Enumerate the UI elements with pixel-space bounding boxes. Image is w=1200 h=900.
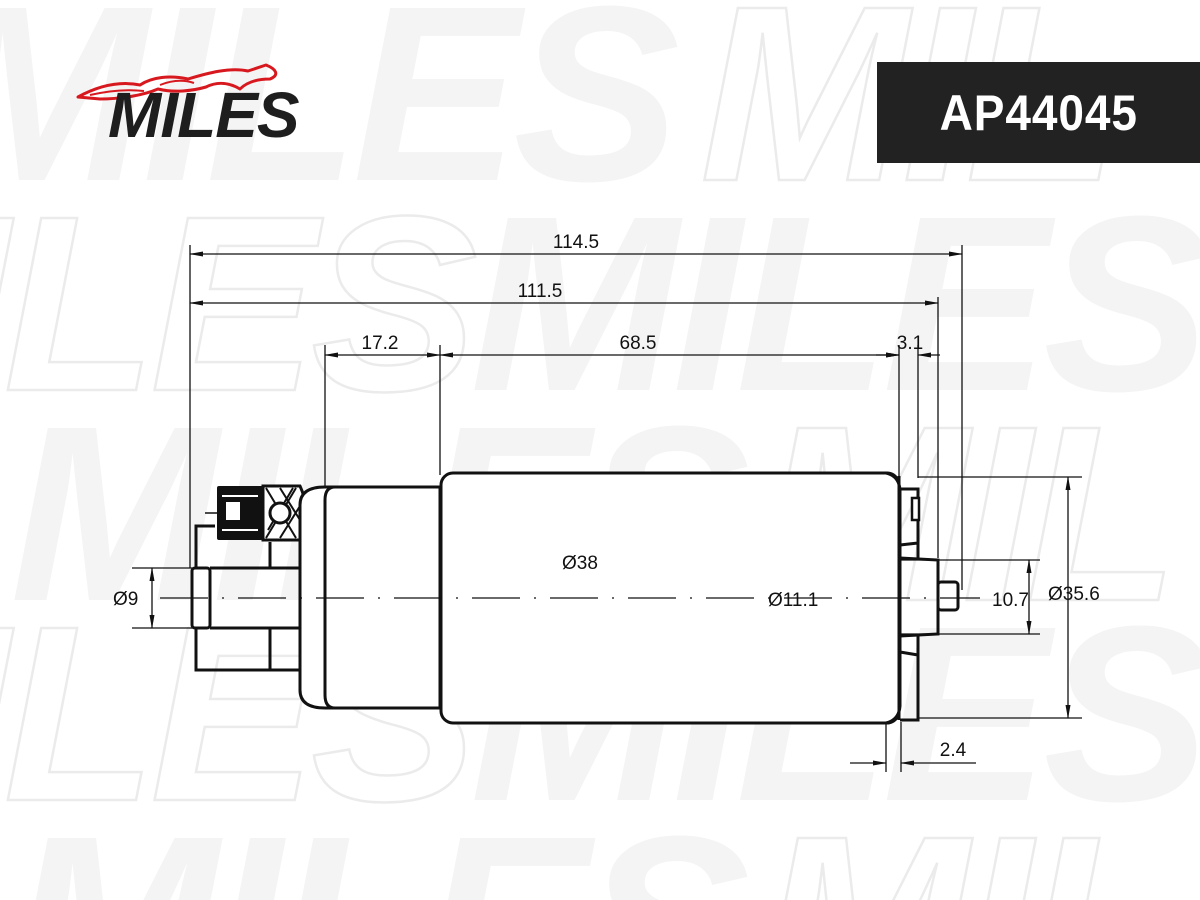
dim-flange-gap: 2.4 xyxy=(940,740,967,761)
svg-text:MILES: MILES xyxy=(10,784,748,900)
greyhound-icon xyxy=(76,63,278,101)
svg-text:MIL: MIL xyxy=(760,784,1172,900)
dim-outlet-height: 10.7 xyxy=(992,590,1029,611)
brand-name: MILES xyxy=(108,79,300,151)
brand-logo: MILES xyxy=(70,55,360,165)
dim-flange-diameter: Ø35.6 xyxy=(1048,584,1100,605)
svg-text:MILES: MILES xyxy=(0,0,678,233)
watermark-row-5: MILES MIL xyxy=(10,783,1180,900)
electrical-connector xyxy=(205,484,308,542)
dimension-labels: 114.5 111.5 17.2 68.5 3.1 Ø9 Ø38 Ø11.1 1… xyxy=(113,232,1100,761)
dim-inlet-section: 17.2 xyxy=(362,333,399,354)
part-number: AP44045 xyxy=(939,84,1138,141)
dim-body-diameter: Ø38 xyxy=(562,553,598,574)
dim-body-length: 111.5 xyxy=(518,281,563,302)
dim-inlet-diameter: Ø9 xyxy=(113,589,138,610)
dim-outlet-diameter: Ø11.1 xyxy=(768,590,818,611)
dim-motor-body: 68.5 xyxy=(620,333,657,354)
dim-overall-length: 114.5 xyxy=(553,232,599,253)
dim-flange-offset: 3.1 xyxy=(897,333,923,354)
part-number-badge: AP44045 xyxy=(877,62,1200,163)
